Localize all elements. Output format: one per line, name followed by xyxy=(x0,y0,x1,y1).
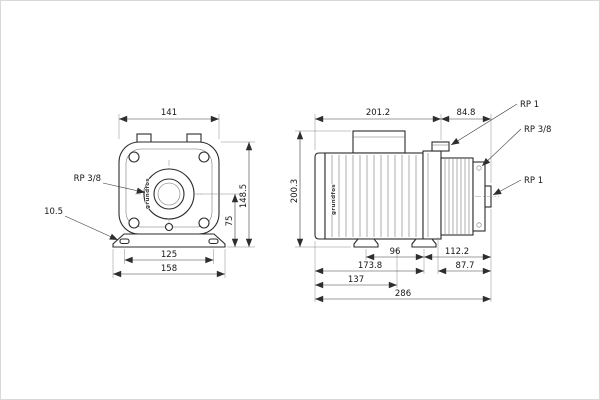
dim-port-center-height: 75 xyxy=(197,193,255,248)
dim-body-height: 148.5 xyxy=(221,141,255,247)
corner-bolt xyxy=(128,151,140,163)
fan-cover xyxy=(314,152,326,240)
dim-foot-hole-spacing: 125 xyxy=(124,249,214,264)
dim-label-pump-length: 84.8 xyxy=(457,108,476,118)
leader-suction-port: RP 1 xyxy=(492,176,543,196)
side-view: grundfos xyxy=(314,130,499,248)
foot-slot-right xyxy=(208,238,219,245)
foot-front xyxy=(353,238,379,248)
dim-label-overall-length: 286 xyxy=(395,289,411,299)
center-port-inner xyxy=(153,178,185,210)
terminal-box xyxy=(352,130,406,154)
dim-port-thread: RP 3/8 xyxy=(74,174,146,194)
dim-label-front-to-rear-foot: 173.8 xyxy=(358,261,382,271)
drain-plug xyxy=(164,222,174,232)
dim-label-foot-hole: 10.5 xyxy=(44,207,63,217)
front-view: grundfos xyxy=(112,133,226,248)
dim-label-port-thread: RP 3/8 xyxy=(74,174,101,184)
dim-pump-length: 84.8 xyxy=(441,108,492,183)
corner-bolt xyxy=(198,151,210,163)
tie-bolt-bottom xyxy=(476,222,482,228)
dim-label-discharge-port: RP 1 xyxy=(520,100,539,110)
corner-bolt xyxy=(198,217,210,229)
leader-plug-port: RP 3/8 xyxy=(481,125,551,167)
dim-front-section: 137 xyxy=(315,275,397,289)
pump-head-adapter xyxy=(422,150,442,240)
dim-label-suction-port: RP 1 xyxy=(524,176,543,186)
dim-label-motor-length: 201.2 xyxy=(366,108,390,118)
dim-label-plug-port: RP 3/8 xyxy=(524,125,551,135)
foot-slot-left xyxy=(119,238,130,245)
dim-label-foot-hole-spacing: 125 xyxy=(161,250,177,260)
leader-discharge-port: RP 1 xyxy=(450,100,539,146)
dim-label-body-height: 148.5 xyxy=(239,184,249,208)
center-port-thread xyxy=(157,182,181,206)
dim-front-to-rear-foot: 173.8 xyxy=(315,261,424,275)
dim-foot-spacing: 96 xyxy=(366,247,424,261)
dim-label-port-center-height: 75 xyxy=(225,216,235,227)
dim-overall-length: 286 xyxy=(315,289,491,303)
dim-body-width: 141 xyxy=(118,108,220,139)
dim-label-base-width: 158 xyxy=(161,264,177,274)
dim-plug-to-end: 87.7 xyxy=(438,261,491,275)
dim-label-foot-spacing: 96 xyxy=(390,247,401,257)
dim-label-front-section: 137 xyxy=(348,275,364,285)
dim-label-plug-to-end: 87.7 xyxy=(456,261,475,271)
tie-bolt-top xyxy=(476,165,482,171)
base-feet-front xyxy=(112,233,226,248)
dim-foot-hole: 10.5 xyxy=(44,207,119,241)
dim-base-width: 158 xyxy=(112,249,226,278)
dim-rear-foot-to-end: 112.2 xyxy=(424,247,491,261)
dim-overall-height: 200.3 xyxy=(290,130,351,248)
sleeve-stripes xyxy=(444,159,470,234)
brand-logo-side: grundfos xyxy=(331,184,337,215)
dim-label-overall-height: 200.3 xyxy=(290,179,300,203)
dim-label-body-width: 141 xyxy=(161,108,177,118)
foot-rear xyxy=(411,238,437,248)
brand-logo-front: grundfos xyxy=(145,178,151,209)
corner-bolt xyxy=(128,217,140,229)
dim-label-rear-foot-to-end: 112.2 xyxy=(445,247,469,257)
discharge-port-stub xyxy=(431,141,450,152)
motor-cooling-fins xyxy=(331,155,417,237)
